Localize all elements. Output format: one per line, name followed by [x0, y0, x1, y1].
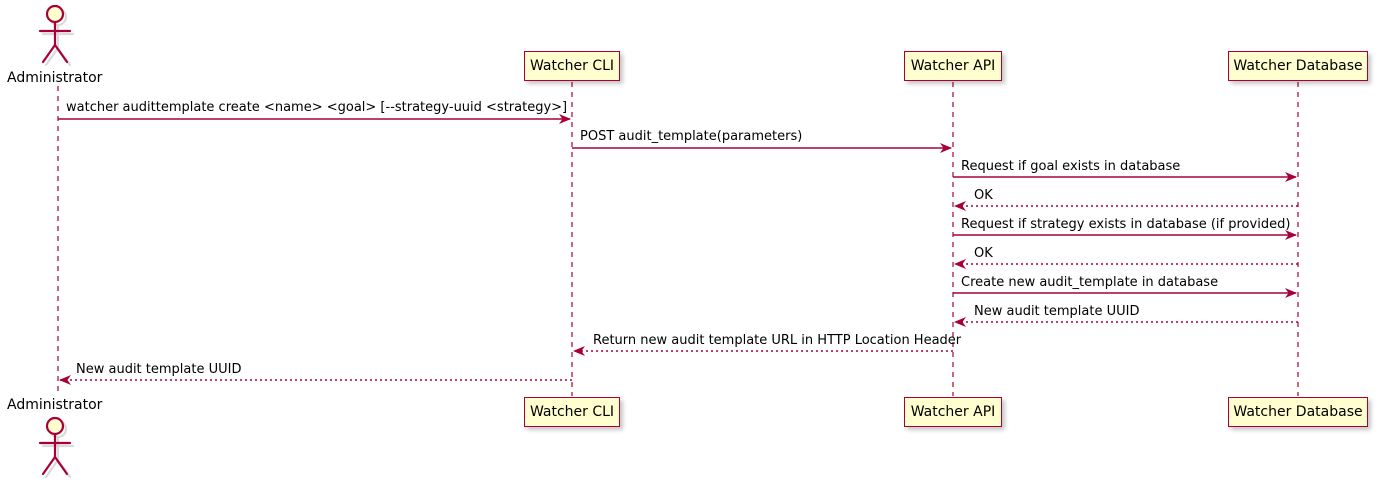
actor-label-administrator-top: Administrator [7, 70, 103, 86]
actor-label-administrator-bottom: Administrator [7, 397, 103, 413]
message-label-4: OK [974, 188, 993, 203]
message-arrows [58, 114, 1298, 385]
message-label-1: watcher audittemplate create <name> <goa… [66, 100, 568, 115]
message-label-9: Return new audit template URL in HTTP Lo… [593, 333, 962, 348]
actor-figure-administrator-bottom [38, 416, 75, 479]
message-label-6: OK [974, 246, 993, 261]
participant-box-watcher-database-top[interactable]: Watcher Database [1228, 51, 1368, 81]
lifelines [57, 82, 1299, 396]
message-label-2: POST audit_template(parameters) [580, 129, 803, 144]
participant-box-watcher-api-top[interactable]: Watcher API [904, 51, 1002, 81]
participant-label-watcher-cli-top: Watcher CLI [529, 58, 615, 74]
participant-box-watcher-api-bottom[interactable]: Watcher API [904, 397, 1002, 427]
participant-label-watcher-api-bottom: Watcher API [910, 404, 996, 420]
message-label-7: Create new audit_template in database [961, 275, 1219, 290]
message-label-5: Request if strategy exists in database (… [961, 217, 1291, 232]
actor-figure-administrator-top [38, 4, 75, 67]
participant-box-watcher-database-bottom[interactable]: Watcher Database [1228, 397, 1368, 427]
participant-box-watcher-cli-bottom[interactable]: Watcher CLI [524, 397, 620, 427]
participant-box-watcher-cli-top[interactable]: Watcher CLI [524, 51, 620, 81]
participant-label-watcher-api-top: Watcher API [910, 58, 996, 74]
participant-label-watcher-database-bottom: Watcher Database [1233, 404, 1363, 420]
participant-label-watcher-cli-bottom: Watcher CLI [529, 404, 615, 420]
participant-label-watcher-database-top: Watcher Database [1233, 58, 1363, 74]
message-label-10: New audit template UUID [76, 362, 242, 377]
message-label-8: New audit template UUID [974, 304, 1140, 319]
message-label-3: Request if goal exists in database [961, 159, 1181, 174]
